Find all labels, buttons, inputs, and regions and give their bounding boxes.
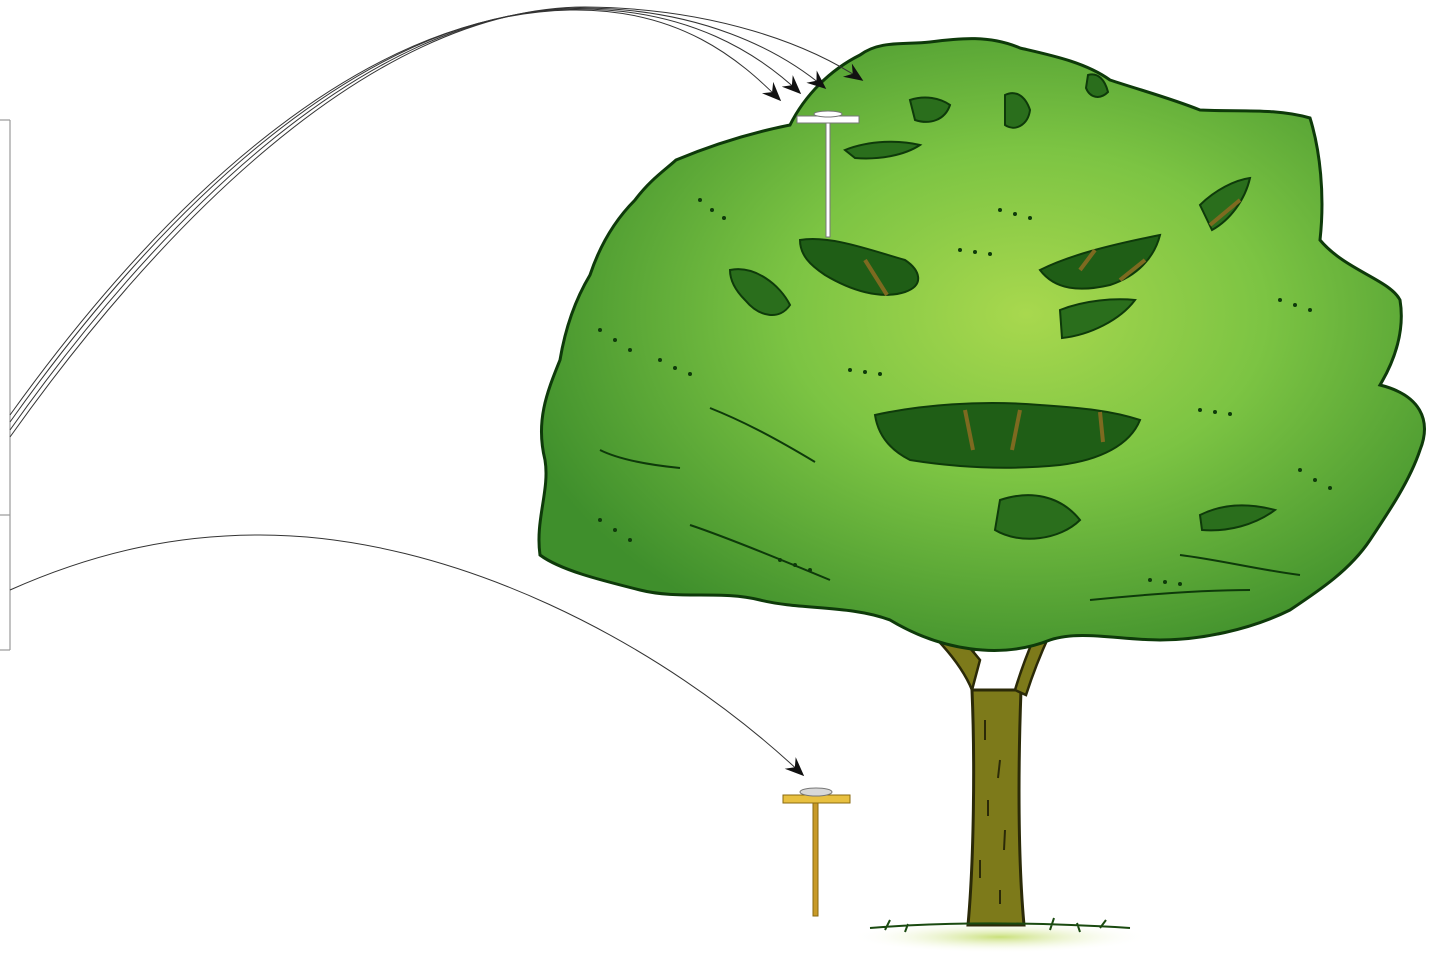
left-panel-edge	[0, 120, 10, 650]
tree-canopy	[539, 39, 1424, 651]
ground-gnss-antenna	[783, 788, 850, 916]
